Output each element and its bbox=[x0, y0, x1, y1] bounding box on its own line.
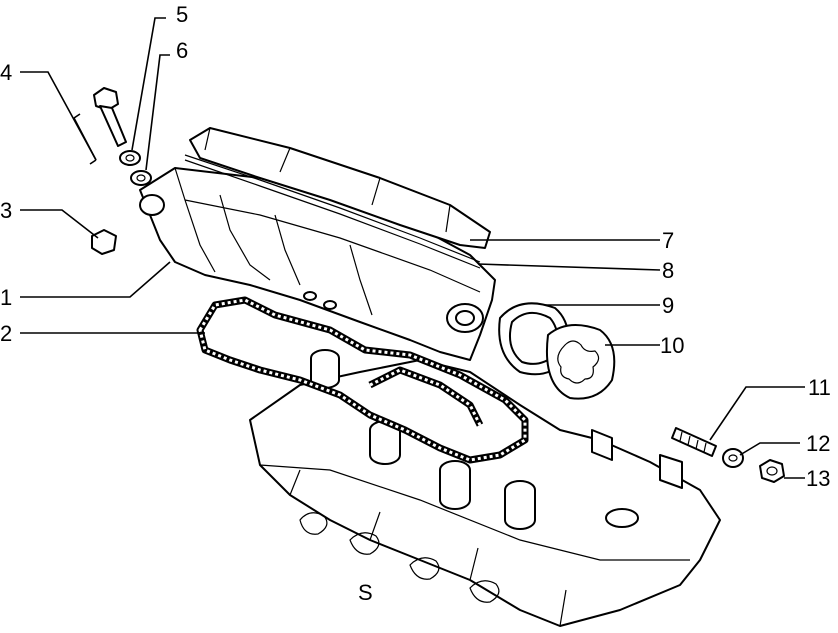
nut-washer bbox=[722, 448, 744, 468]
callout-10: 10 bbox=[660, 333, 684, 358]
leader-lines bbox=[20, 17, 805, 479]
nut bbox=[759, 459, 785, 483]
callout-2: 2 bbox=[0, 321, 12, 346]
callout-1: 1 bbox=[0, 285, 12, 310]
caption-letter: S bbox=[358, 580, 373, 605]
seal-washer bbox=[130, 170, 152, 186]
bolt bbox=[93, 87, 127, 147]
callout-9: 9 bbox=[662, 293, 674, 318]
rocker-cover bbox=[139, 167, 496, 361]
callout-5: 5 bbox=[176, 2, 188, 27]
washer bbox=[119, 150, 141, 166]
callout-11: 11 bbox=[808, 375, 831, 400]
callout-7: 7 bbox=[662, 228, 674, 253]
callout-8: 8 bbox=[662, 258, 674, 283]
top-cover bbox=[189, 127, 491, 249]
callout-4: 4 bbox=[0, 60, 12, 85]
callout-3: 3 bbox=[0, 198, 12, 223]
cover-gasket bbox=[196, 296, 529, 464]
callout-6: 6 bbox=[176, 38, 188, 63]
end-plate bbox=[546, 324, 616, 400]
top-cover-gasket bbox=[184, 154, 481, 269]
cap-nut bbox=[91, 229, 117, 255]
callout-12: 12 bbox=[806, 431, 830, 456]
callout-13: 13 bbox=[806, 466, 830, 491]
cylinder-head bbox=[249, 349, 721, 627]
stud bbox=[671, 427, 717, 457]
